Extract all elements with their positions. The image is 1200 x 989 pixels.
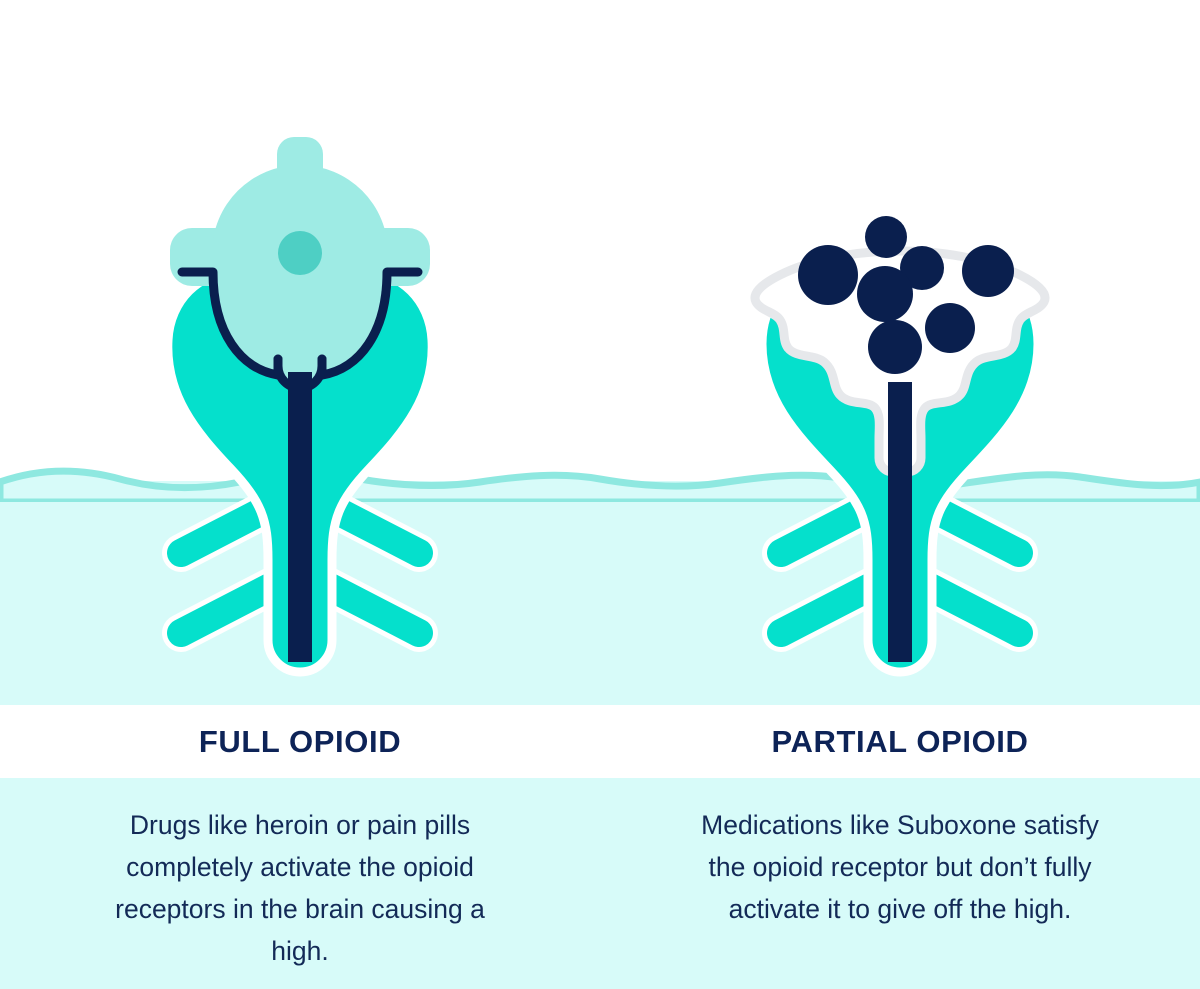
title-cell-full-opioid: FULL OPIOID bbox=[0, 705, 600, 778]
panel-title-partial-opioid: PARTIAL OPIOID bbox=[771, 724, 1029, 759]
panel-titles-row: FULL OPIOID PARTIAL OPIOID bbox=[0, 705, 1200, 778]
caption-cell-full-opioid: Drugs like heroin or pain pills complete… bbox=[0, 778, 600, 989]
partial-agonist-dots bbox=[798, 216, 1014, 374]
molecule-dot bbox=[962, 245, 1014, 297]
title-cell-partial-opioid: PARTIAL OPIOID bbox=[600, 705, 1200, 778]
receptor-stem-stripe-right bbox=[888, 382, 912, 662]
molecule-dot bbox=[868, 320, 922, 374]
ligand-neck-plug bbox=[277, 330, 323, 382]
panel-title-full-opioid: FULL OPIOID bbox=[198, 724, 402, 759]
ligand-center-dot bbox=[278, 231, 322, 275]
molecule-dot bbox=[900, 246, 944, 290]
water-background-band bbox=[0, 481, 1200, 705]
panel-captions-row: Drugs like heroin or pain pills complete… bbox=[0, 778, 1200, 989]
caption-cell-partial-opioid: Medications like Suboxone satisfy the op… bbox=[600, 778, 1200, 989]
molecule-dot bbox=[925, 303, 975, 353]
molecule-dot bbox=[914, 350, 918, 354]
ligand-funnel bbox=[212, 253, 388, 372]
panel-caption-partial-opioid: Medications like Suboxone satisfy the op… bbox=[701, 810, 1099, 924]
receptor-stem-stripe-left bbox=[288, 372, 312, 662]
caption-background-band bbox=[0, 778, 1200, 989]
receptor-tentacles-left bbox=[162, 487, 438, 652]
illustration-full-opioid bbox=[0, 0, 600, 705]
title-background-band bbox=[0, 705, 1200, 778]
full-agonist-ligand-left bbox=[170, 137, 430, 382]
molecule-dot bbox=[865, 216, 907, 258]
molecule-dot bbox=[798, 245, 858, 305]
illustration-partial-opioid bbox=[600, 0, 1200, 705]
panel-caption-full-opioid: Drugs like heroin or pain pills complete… bbox=[115, 810, 485, 966]
molecule-dot bbox=[857, 266, 913, 322]
